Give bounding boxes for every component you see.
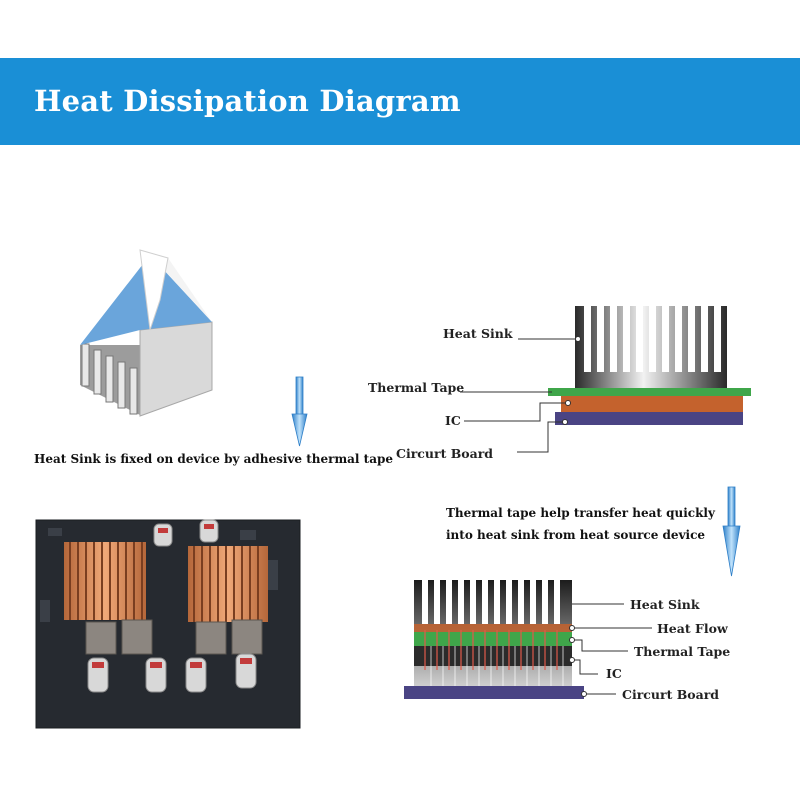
label-heat-sink-top: Heat Sink	[443, 326, 513, 341]
caption-right-line1: Thermal tape help transfer heat quickly	[446, 506, 715, 520]
label-heat-flow: Heat Flow	[657, 621, 728, 636]
label-ic-bottom: IC	[606, 666, 622, 681]
circuit-board-photo	[35, 519, 301, 729]
label-thermal-tape-top: Thermal Tape	[368, 380, 465, 395]
label-ic-top: IC	[445, 413, 461, 428]
label-circuit-board-top: Circurt Board	[396, 446, 494, 461]
top-heatsink-diagram	[460, 306, 751, 453]
arrow-down-right	[722, 486, 741, 577]
label-thermal-tape-bottom: Thermal Tape	[634, 644, 731, 659]
bottom-heatsink-diagram	[404, 580, 652, 699]
arrow-down-left	[291, 376, 308, 447]
caption-left: Heat Sink is fixed on device by adhesive…	[34, 452, 394, 466]
header-banner: Heat Dissipation Diagram	[0, 58, 800, 145]
heatsink-product-illustration	[80, 249, 213, 417]
label-heat-sink-bottom: Heat Sink	[630, 597, 700, 612]
label-circuit-board-bottom: Circurt Board	[622, 687, 720, 702]
page-title: Heat Dissipation Diagram	[34, 84, 461, 118]
caption-right-line2: into heat sink from heat source device	[446, 528, 706, 542]
